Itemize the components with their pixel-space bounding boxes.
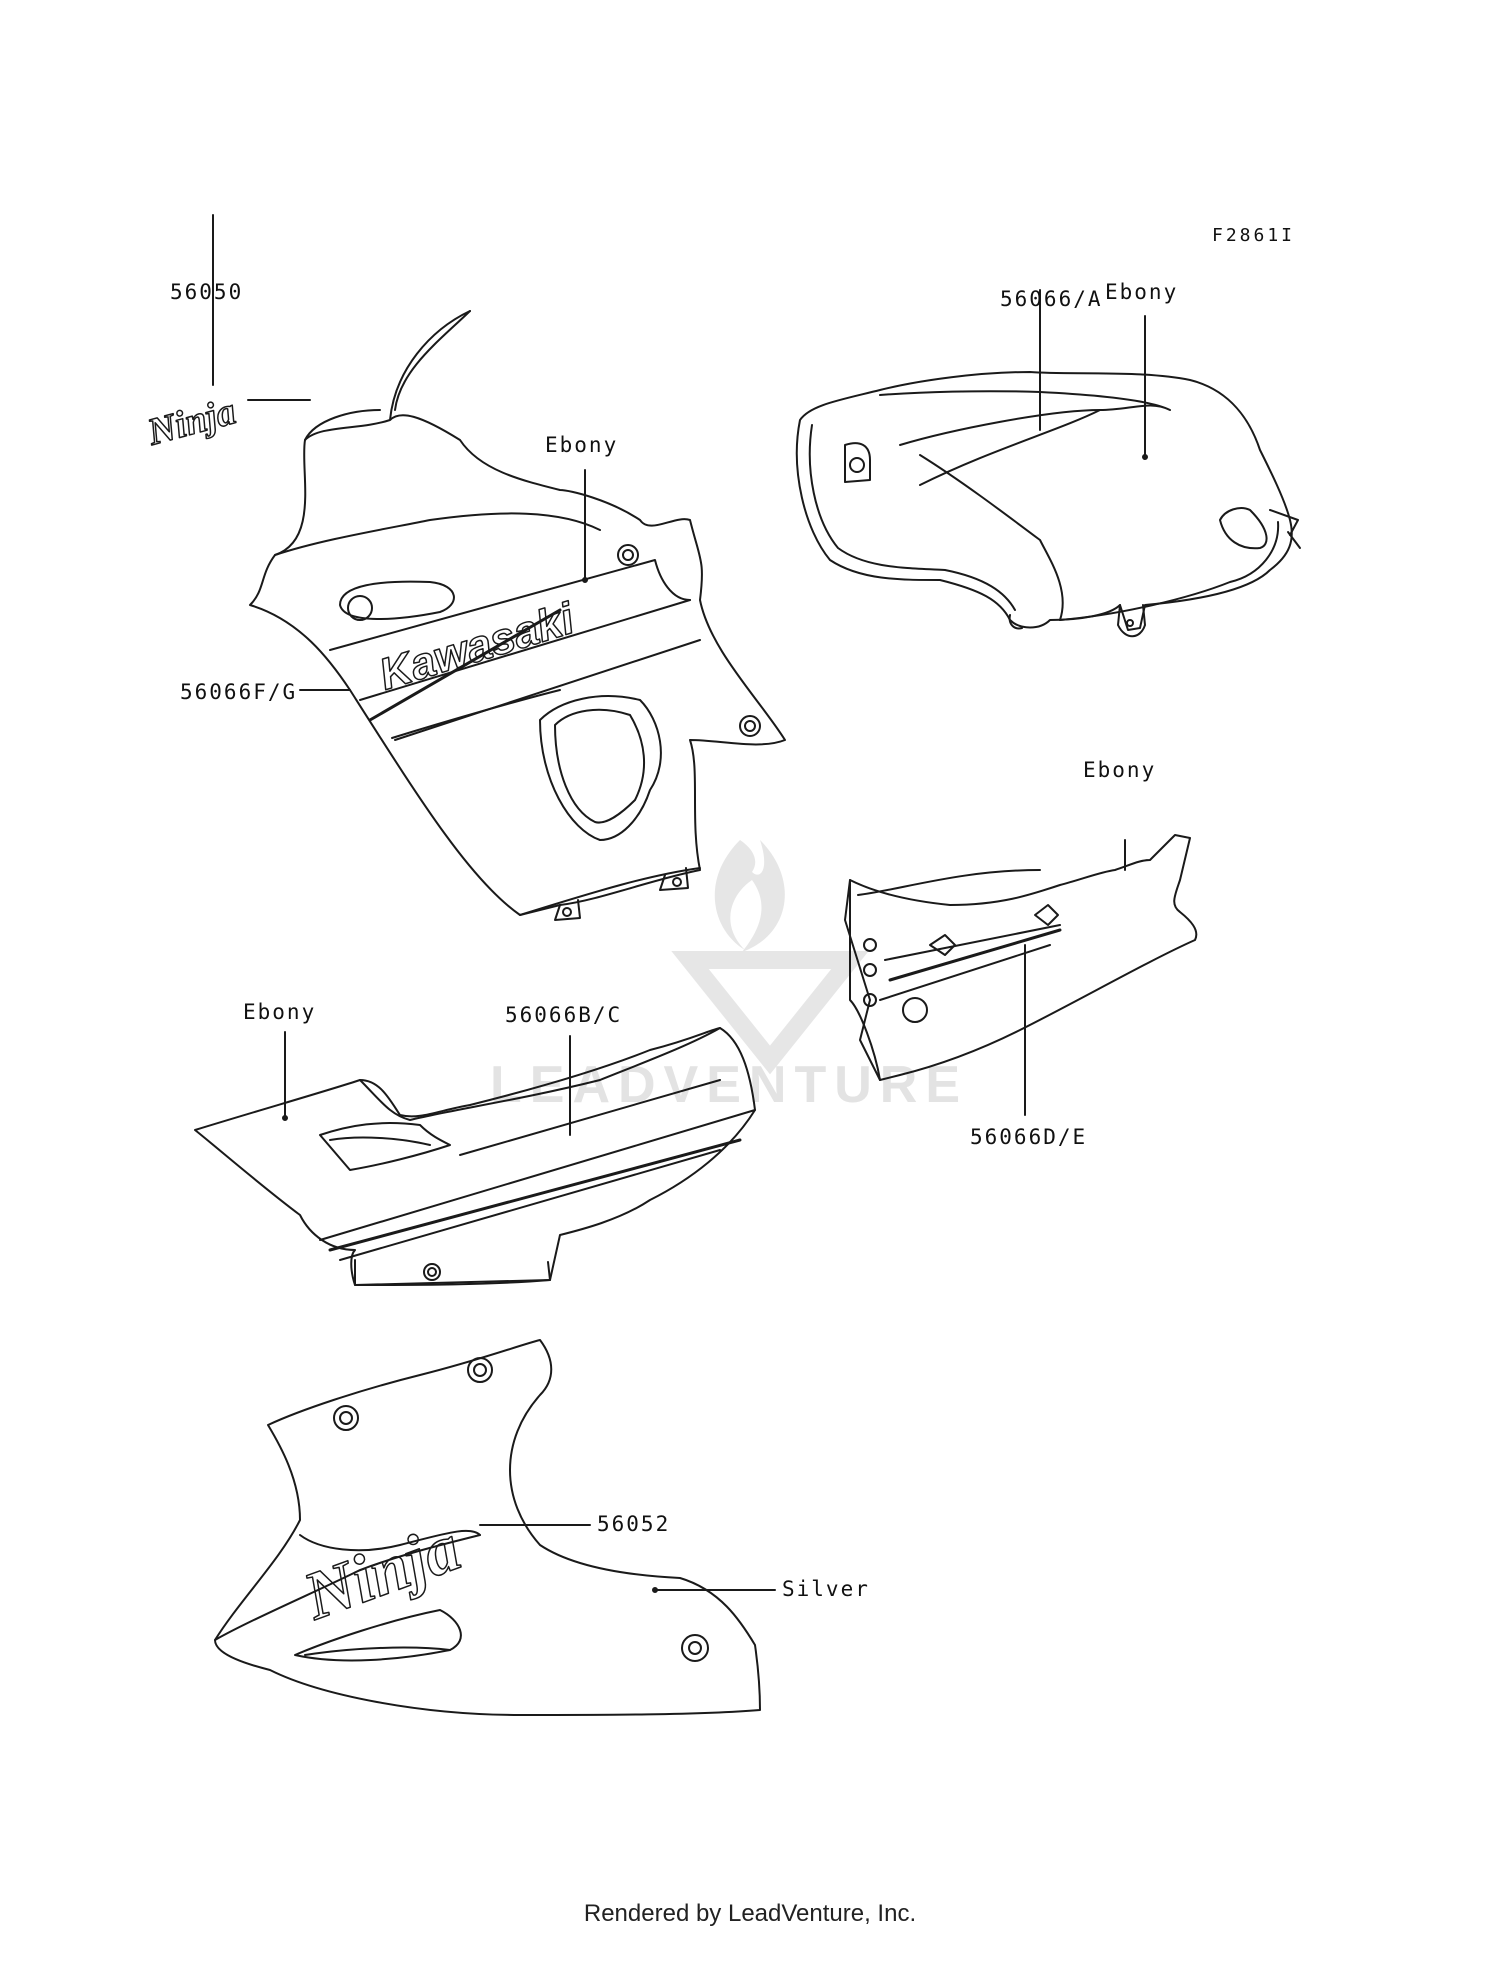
footer-credit: Rendered by LeadVenture, Inc. — [583, 1900, 917, 1927]
color-label-ebony-side-cover: Ebony — [1083, 758, 1157, 782]
part-label-56050: 56050 — [170, 280, 244, 304]
watermark-text: LEADVENTURE — [490, 1056, 969, 1114]
part-label-56052: 56052 — [597, 1512, 671, 1536]
color-label-ebony-lower-panel: Ebony — [243, 1000, 317, 1024]
color-label-ebony-upper-cowl: Ebony — [545, 433, 619, 457]
part-label-56066a: 56066/A — [1000, 287, 1103, 311]
part-label-56066fg: 56066F/G — [180, 680, 298, 704]
side-cover-part — [844, 834, 1198, 1116]
figure-id-label: F2861I — [1212, 225, 1296, 246]
ninja-small-decal: Ninja — [142, 214, 311, 455]
color-label-silver: Silver — [782, 1577, 870, 1601]
upper-cowl-part: Kawasaki — [249, 310, 786, 921]
lower-side-panel-part — [194, 1027, 756, 1286]
ninja-large-decal-text: Ninja — [293, 1508, 469, 1634]
leader-dot-ebony-cowl — [582, 577, 588, 583]
lower-cowl-part: Ninja — [214, 1339, 776, 1716]
part-label-56066de: 56066D/E — [970, 1125, 1088, 1149]
fuel-tank-part — [795, 289, 1301, 638]
ninja-small-decal-text: Ninja — [142, 390, 240, 454]
part-label-56066bc: 56066B/C — [505, 1003, 623, 1027]
color-label-ebony-tank: Ebony — [1105, 280, 1179, 304]
